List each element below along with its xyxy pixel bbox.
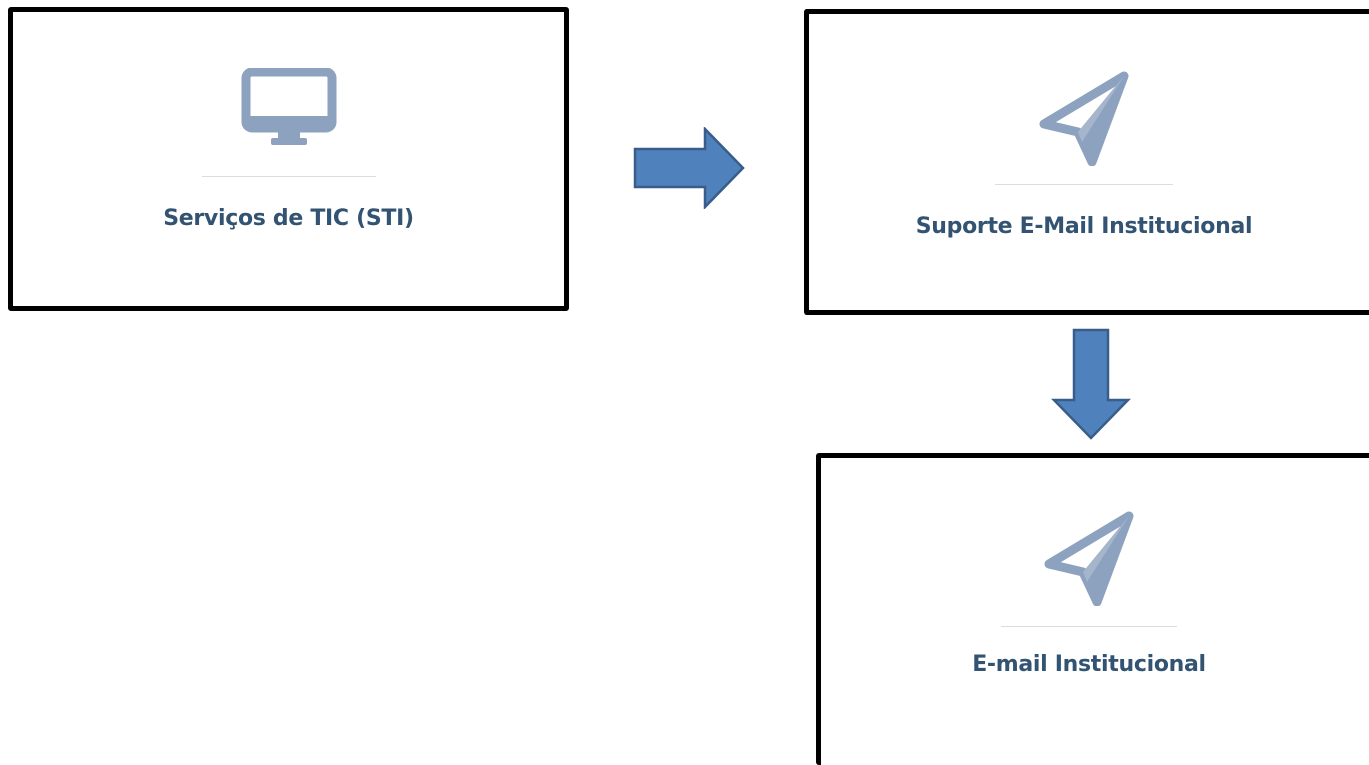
service-card-email-support[interactable]: Suporte E-Mail Institucional bbox=[804, 9, 1369, 315]
paper-plane-icon bbox=[1044, 511, 1134, 606]
service-card-institutional-email[interactable]: E-mail Institucional bbox=[816, 453, 1369, 765]
card-label: Suporte E-Mail Institucional bbox=[915, 214, 1253, 239]
service-card-sti[interactable]: Serviços de TIC (STI) bbox=[8, 7, 569, 311]
card-label: Serviços de TIC (STI) bbox=[163, 206, 414, 231]
card-divider bbox=[995, 184, 1173, 185]
desktop-monitor-icon bbox=[241, 68, 336, 145]
card-label: E-mail Institucional bbox=[972, 652, 1206, 677]
paper-plane-icon bbox=[1039, 71, 1129, 166]
card-divider bbox=[201, 176, 376, 177]
card-divider bbox=[1001, 626, 1177, 627]
arrow-right-icon bbox=[633, 127, 745, 209]
arrow-down-icon bbox=[1051, 328, 1131, 440]
